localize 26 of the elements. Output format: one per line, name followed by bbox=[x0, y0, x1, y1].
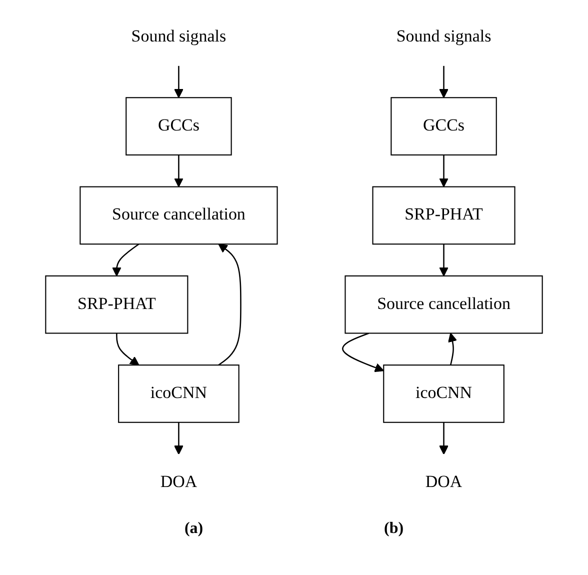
node-box: SRP-PHAT bbox=[372, 186, 516, 245]
node-text: DOA bbox=[160, 473, 198, 492]
arrow bbox=[439, 244, 448, 276]
arrow bbox=[174, 422, 184, 455]
arrow bbox=[439, 154, 448, 188]
arrow bbox=[448, 332, 458, 366]
arrow bbox=[218, 244, 242, 366]
arrow bbox=[439, 422, 448, 455]
node-box: SRP-PHAT bbox=[45, 275, 188, 334]
node-box: icoCNN bbox=[118, 364, 240, 423]
arrow bbox=[439, 66, 448, 98]
node-text: DOA bbox=[425, 473, 462, 492]
node-box: icoCNN bbox=[383, 364, 504, 423]
node-text: Sound signals bbox=[131, 28, 226, 46]
node-box: GCCs bbox=[390, 97, 497, 156]
arrow bbox=[174, 154, 184, 188]
arrow bbox=[116, 333, 140, 366]
node-box: Source cancellation bbox=[80, 186, 278, 245]
arrow bbox=[342, 332, 384, 372]
node-text: Sound signals bbox=[396, 28, 492, 46]
arrow bbox=[112, 244, 140, 276]
node-box: Source cancellation bbox=[344, 275, 543, 334]
arrow bbox=[174, 66, 184, 98]
node-box: GCCs bbox=[126, 97, 232, 156]
panel-label: (b) bbox=[384, 520, 404, 538]
panel-label: (a) bbox=[184, 520, 204, 538]
